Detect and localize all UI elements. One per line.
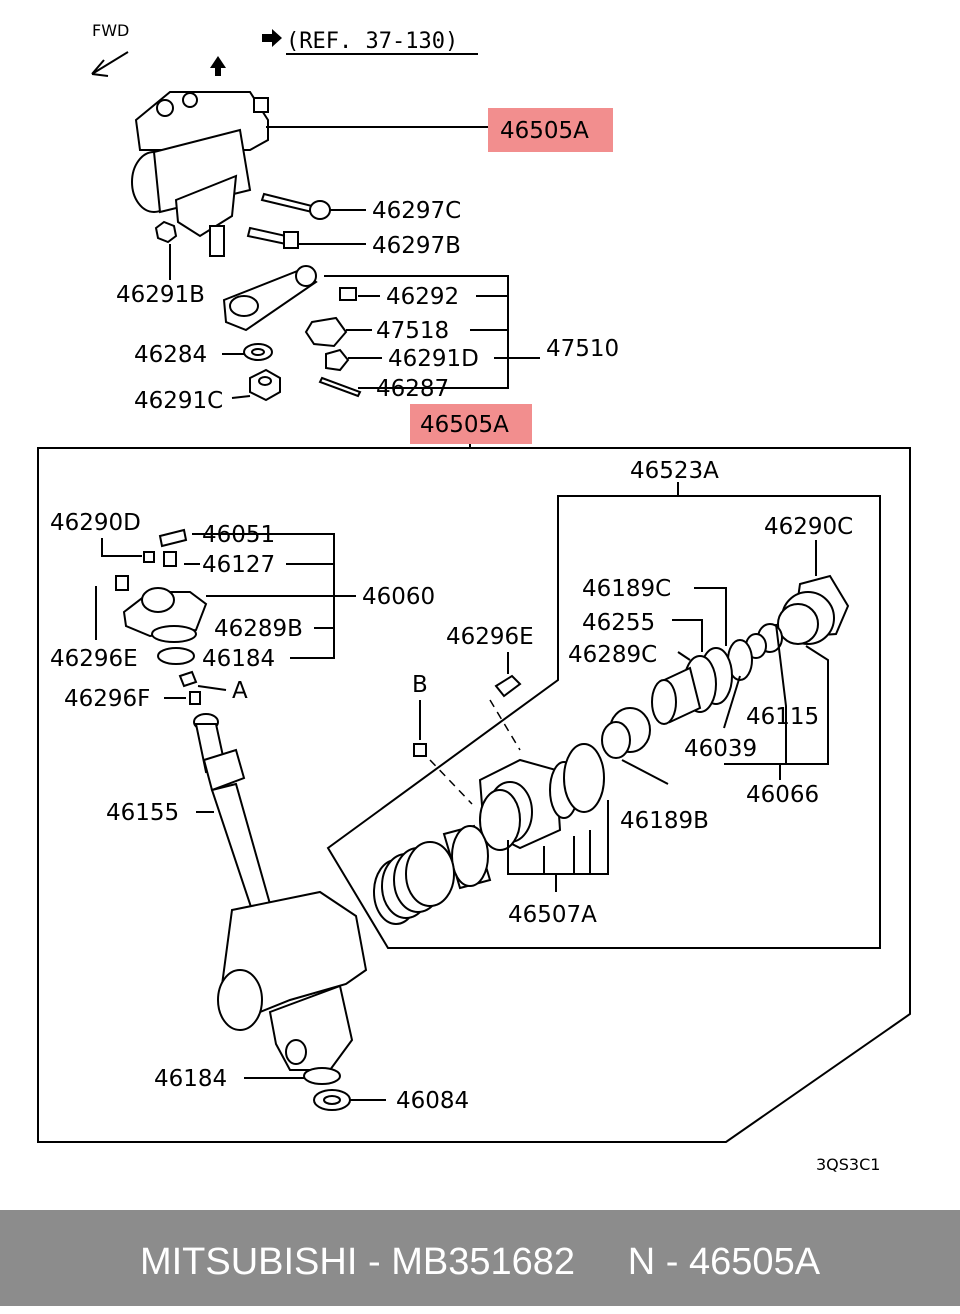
label-46290C: 46290C — [764, 514, 853, 540]
seal-46084 — [313, 1089, 351, 1111]
label-46289B: 46289B — [214, 616, 303, 642]
valve-housing — [478, 743, 605, 851]
footer-separator-2: - — [655, 1241, 690, 1283]
label-46297C: 46297C — [372, 198, 461, 224]
nut-46291C — [249, 368, 281, 402]
label-46184-top: 46184 — [202, 646, 275, 672]
assembly-boundary — [37, 447, 911, 1143]
steering-gear-top — [131, 91, 269, 257]
footer-gap — [575, 1241, 628, 1283]
label-46296F: 46296F — [64, 686, 150, 712]
valve-spool — [601, 639, 753, 759]
sector-shaft-46155 — [193, 713, 272, 912]
cap-46290C — [745, 574, 850, 659]
label-46184-bottom: 46184 — [154, 1066, 227, 1092]
footer-n-prefix: N — [627, 1241, 656, 1283]
label-46297B: 46297B — [372, 233, 461, 259]
footer-n-number: 46505A — [689, 1241, 821, 1283]
gear-housing — [217, 890, 368, 1071]
seal-46184-bottom — [303, 1067, 341, 1085]
label-46296E-left: 46296E — [50, 646, 138, 672]
bolt-46297C — [260, 192, 331, 220]
up-arrow-icon — [210, 56, 226, 76]
bolt-46297B — [246, 226, 299, 249]
washer-46284 — [243, 343, 273, 361]
label-46066: 46066 — [746, 782, 819, 808]
nut-46291B — [154, 220, 178, 244]
label-46115: 46115 — [746, 704, 819, 730]
diagram-code: 3QS3C1 — [816, 1155, 880, 1174]
footer-separator: - — [357, 1241, 392, 1283]
label-46291D: 46291D — [388, 346, 479, 372]
highlight-top — [488, 108, 613, 152]
parts-diagram: FWD (REF. 37-130) 46505A 46297C 46297B 4… — [37, 21, 911, 1174]
label-46189C: 46189C — [582, 576, 671, 602]
label-46084: 46084 — [396, 1088, 469, 1114]
fwd-label: FWD — [92, 21, 129, 40]
nut-46296F — [178, 670, 201, 705]
footer-bar: MITSUBISHI - MB351682 N - 46505A — [0, 1210, 960, 1306]
label-46189B: 46189B — [620, 808, 709, 834]
fitting-46296E — [494, 674, 522, 698]
label-46290D: 46290D — [50, 510, 141, 536]
label-46523A: 46523A — [630, 458, 719, 484]
label-mark-A: A — [232, 678, 248, 704]
subassembly-boundary — [326, 495, 881, 949]
fwd-arrow-icon — [91, 51, 129, 77]
label-46291C: 46291C — [134, 388, 223, 414]
label-46292: 46292 — [386, 284, 459, 310]
label-46505A-top: 46505A — [500, 118, 589, 144]
label-46289C: 46289C — [568, 642, 657, 668]
label-46155: 46155 — [106, 800, 179, 826]
label-46127: 46127 — [202, 552, 275, 578]
footer-brand: MITSUBISHI — [139, 1241, 358, 1283]
label-46284: 46284 — [134, 342, 207, 368]
worm-piston — [373, 824, 492, 925]
highlight-box — [410, 404, 532, 444]
ref-text: (REF. 37-130) — [286, 29, 458, 54]
label-46060: 46060 — [362, 584, 435, 610]
label-46507A: 46507A — [508, 902, 597, 928]
footer-text: MITSUBISHI - MB351682 N - 46505A — [0, 1210, 960, 1306]
label-46291B: 46291B — [116, 282, 205, 308]
label-46039: 46039 — [684, 736, 757, 762]
label-47510: 47510 — [546, 336, 619, 362]
label-46287: 46287 — [376, 376, 449, 402]
footer-part-number: MB351682 — [391, 1241, 575, 1283]
label-47518: 47518 — [376, 318, 449, 344]
label-46051: 46051 — [202, 522, 275, 548]
sector-cover-46060 — [115, 575, 208, 665]
label-46296E-mid: 46296E — [446, 624, 534, 650]
label-mark-B: B — [412, 672, 428, 698]
pitman-arm — [222, 265, 362, 398]
label-46255: 46255 — [582, 610, 655, 636]
label-46505A-box: 46505A — [420, 412, 509, 438]
ref-arrow-icon — [262, 29, 282, 47]
